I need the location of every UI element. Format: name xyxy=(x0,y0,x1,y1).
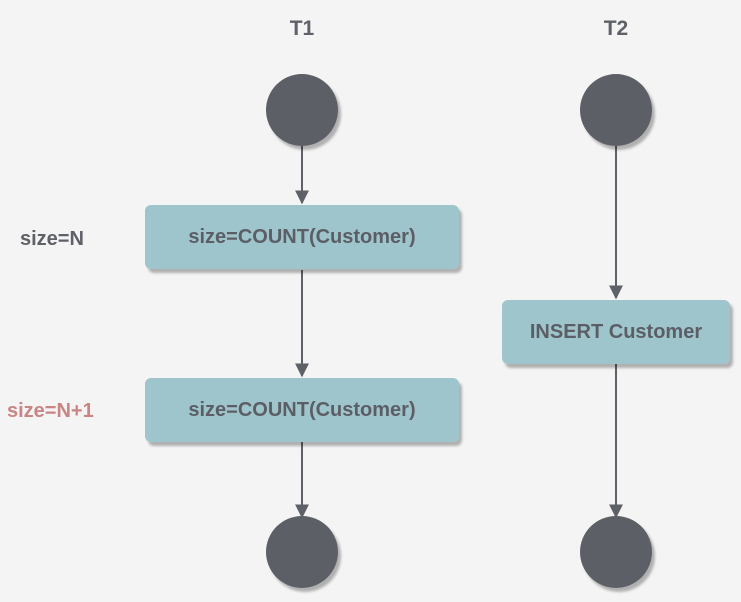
t1-count-box-1 xyxy=(145,205,459,269)
t2-insert-label: INSERT Customer xyxy=(529,320,703,343)
t2-end-node xyxy=(580,516,652,588)
t2-insert-box xyxy=(502,300,730,364)
t1-end-node xyxy=(266,516,338,588)
lane-title-t2: T2 xyxy=(603,17,629,40)
t1-count-box-2 xyxy=(145,378,459,442)
t1-count-2-label: size=COUNT(Customer) xyxy=(188,398,416,421)
t2-start-node xyxy=(580,74,652,146)
first-read-annotation: size=N xyxy=(20,228,84,250)
t1-start-node xyxy=(266,74,338,146)
second-read-annotation: size=N+1 xyxy=(7,400,94,422)
t1-count-1-label: size=COUNT(Customer) xyxy=(188,225,416,248)
lane-title-t1: T1 xyxy=(289,17,315,40)
